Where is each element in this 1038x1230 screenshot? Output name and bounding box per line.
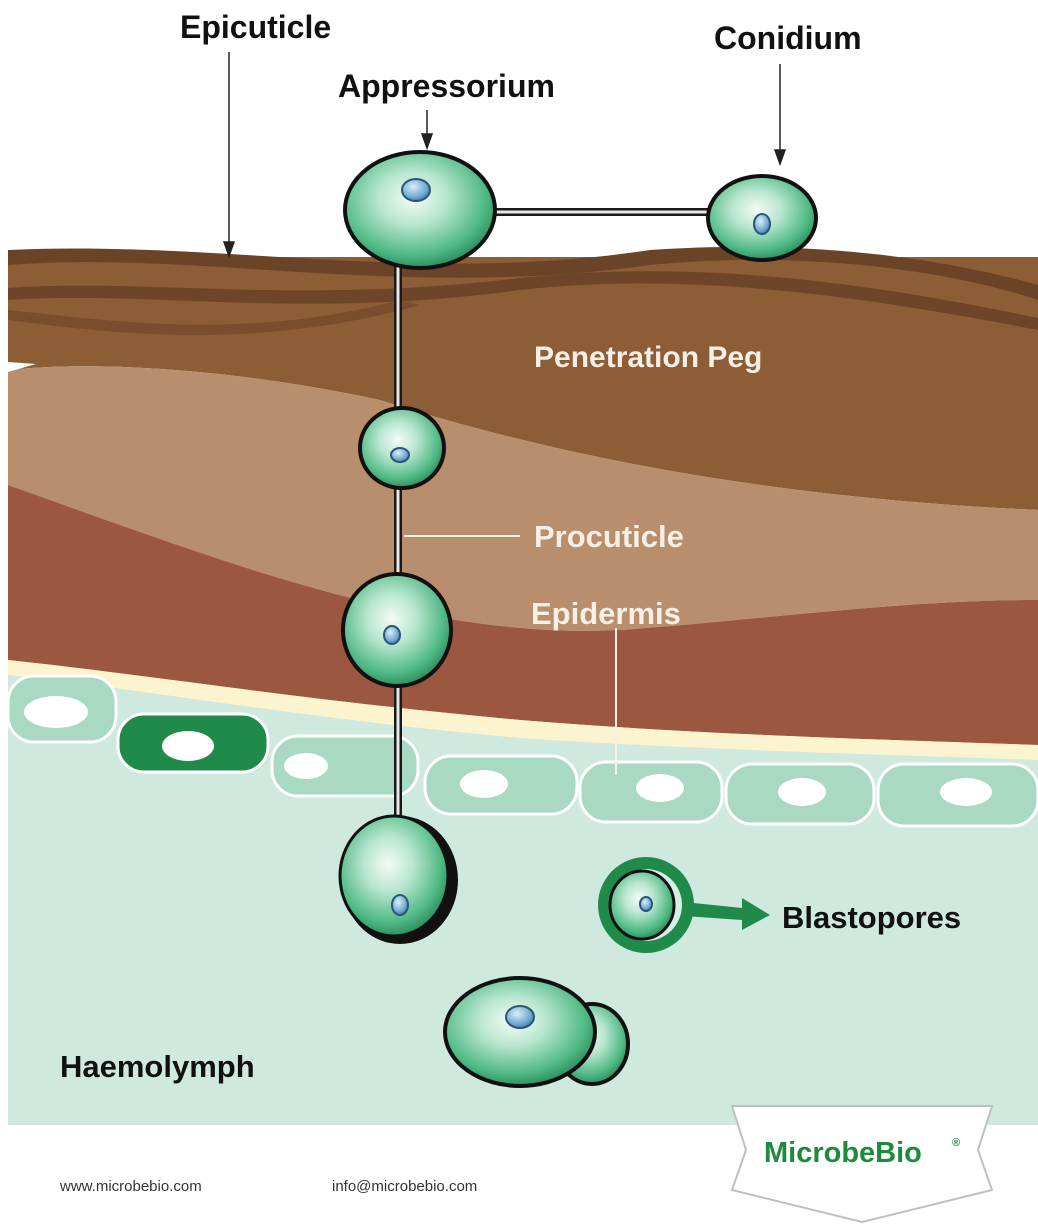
label-procuticle: Procuticle <box>534 519 684 554</box>
appressorium-spore <box>345 152 495 268</box>
cell-nucleus <box>24 696 88 728</box>
cell-nucleus <box>636 774 684 802</box>
label-appressorium: Appressorium <box>338 68 555 104</box>
cell-nucleus <box>940 778 992 806</box>
logo-registered-mark: ® <box>952 1137 960 1149</box>
logo-text: MicrobeBio <box>764 1137 922 1169</box>
blastopore-cell <box>598 857 694 953</box>
label-penetration-peg: Penetration Peg <box>534 341 762 374</box>
label-epicuticle: Epicuticle <box>180 9 331 45</box>
penetration-peg-spore <box>360 408 444 488</box>
cell-nucleus <box>460 770 508 798</box>
footer-email[interactable]: info@microbebio.com <box>332 1178 477 1195</box>
label-haemolymph: Haemolymph <box>60 1049 255 1084</box>
label-blastopores: Blastopores <box>782 900 961 935</box>
footer-website[interactable]: www.microbebio.com <box>60 1178 202 1195</box>
cell-nucleus <box>162 731 214 761</box>
label-epidermis: Epidermis <box>531 596 681 631</box>
conidium-spore <box>708 176 816 260</box>
cell-nucleus <box>778 778 826 806</box>
cell-nucleus <box>284 753 328 779</box>
label-conidium: Conidium <box>714 20 862 56</box>
procuticle-spore <box>343 574 451 686</box>
